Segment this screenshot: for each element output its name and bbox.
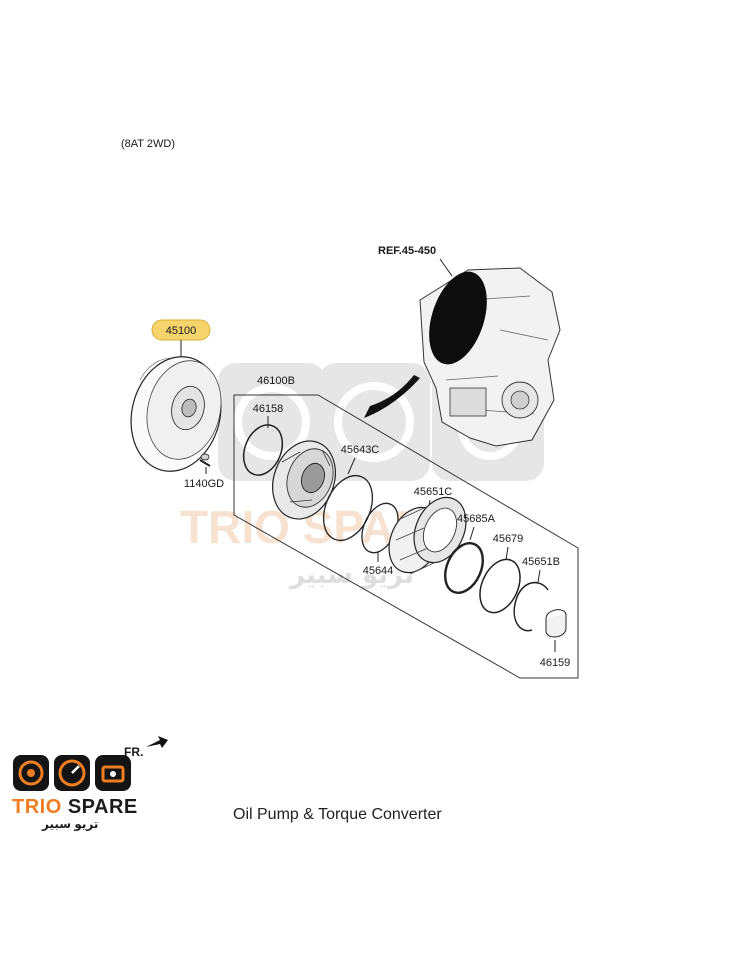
part-label-45685A: 45685A: [457, 513, 496, 525]
front-direction-label: FR.: [124, 745, 144, 759]
part-label-45644: 45644: [363, 565, 394, 577]
part-label-45651C: 45651C: [414, 486, 453, 498]
transmission-assembly: [364, 267, 561, 447]
o-ring-46158: [242, 424, 284, 476]
stator-housing: [388, 496, 467, 575]
part-label-46158: 46158: [253, 403, 284, 415]
leader-45679: [505, 546, 509, 561]
logo-gauge-icon: [54, 755, 90, 791]
variant-label: (8AT 2WD): [121, 138, 175, 150]
part-label-1140GD: 1140GD: [184, 478, 224, 490]
oil-pump-body: [272, 440, 336, 520]
leader-45685A: [469, 526, 475, 541]
part-label-45643C: 45643C: [341, 444, 380, 456]
ref-leader-line: [439, 258, 453, 277]
part-label-46100B: 46100B: [257, 375, 295, 387]
part-label-45100: 45100: [166, 325, 197, 337]
diagram-caption: Oil Pump & Torque Converter: [233, 806, 442, 823]
brand-word-2: SPARE: [67, 796, 138, 818]
assembly-group-outline: [233, 394, 579, 679]
watermark-speaker-icon: [234, 384, 310, 460]
torque-converter: [130, 356, 222, 472]
part-label-45679: 45679: [493, 533, 524, 545]
transmission-pump-face: [429, 271, 487, 365]
watermark-gauge-icon: [334, 382, 414, 462]
ref-label: REF.45-450: [378, 245, 436, 257]
brand-logo-text: TRIO SPARE: [12, 796, 138, 819]
leader-45651B: [537, 569, 541, 583]
part-label-46159: 46159: [540, 657, 571, 669]
logo-engine-icon: [95, 755, 131, 791]
bolt: [199, 453, 211, 467]
brand-arabic-text: تريو سبير: [42, 817, 99, 831]
part-label-45651B: 45651B: [522, 556, 560, 568]
brand-word-1: TRIO: [12, 796, 62, 818]
snap-ring-45651B: [513, 581, 549, 632]
front-arrow-icon: [146, 736, 168, 748]
logo-speaker-icon: [13, 755, 49, 791]
leader-45643C: [347, 457, 356, 475]
seal-ring-45685A: [444, 542, 484, 594]
bushing-46159: [545, 609, 567, 638]
seal-ring-45679: [479, 558, 521, 614]
